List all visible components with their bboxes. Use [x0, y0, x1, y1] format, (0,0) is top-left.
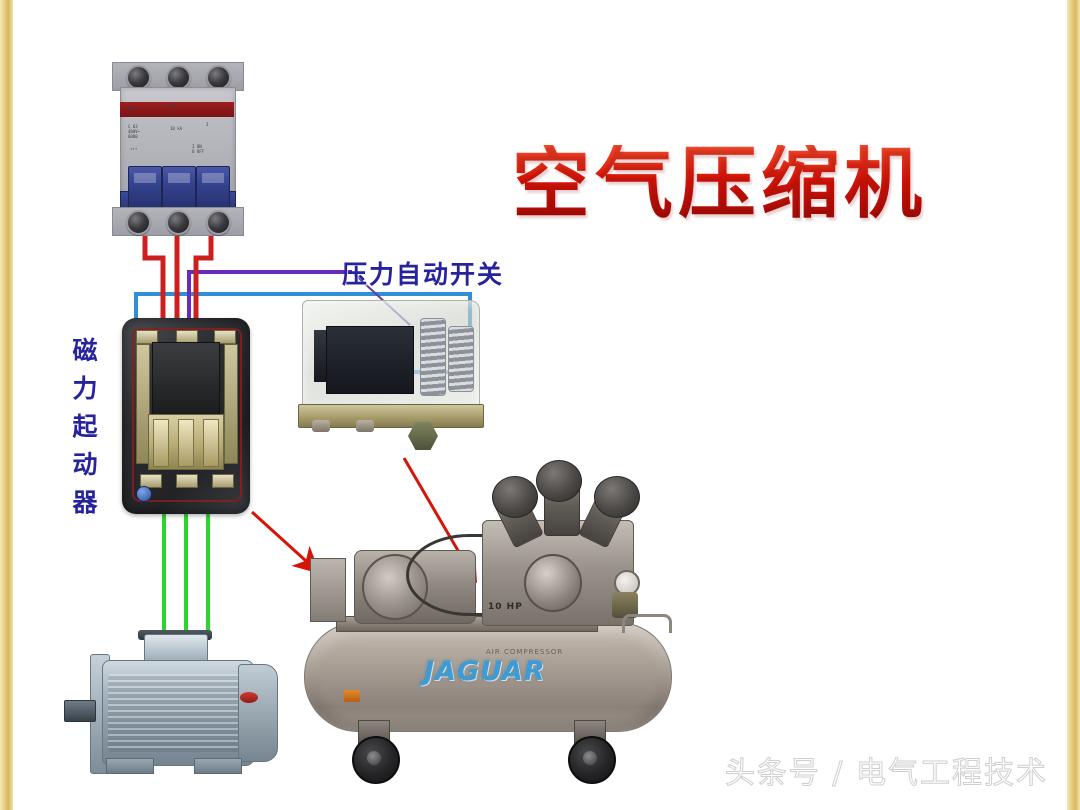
- breaker-toggle-1[interactable]: [128, 166, 162, 210]
- breaker-model-text: S 263: [164, 104, 177, 109]
- air-compressor[interactable]: JAGUAR AIR COMPRESSOR 10 HP: [296, 460, 684, 792]
- starter-red-trim: [132, 328, 242, 502]
- breaker-symbol-text: ↑↑↑: [130, 146, 138, 151]
- breaker-toggle-3[interactable]: [196, 166, 230, 210]
- breaker-label-stripe: [120, 102, 234, 117]
- starter-overload-relay[interactable]: [148, 414, 224, 470]
- starter-bottom-terminal-3[interactable]: [212, 474, 234, 488]
- pressure-switch[interactable]: [298, 300, 490, 452]
- compressor-flywheel: [524, 554, 582, 612]
- right-edge-stripe: [1067, 0, 1080, 810]
- compressor-brand-subtext: AIR COMPRESSOR: [486, 648, 564, 656]
- starter-top-terminal-3[interactable]: [214, 330, 236, 344]
- compressor-motor-junction-box: [310, 558, 346, 622]
- motor-output-shaft: [64, 700, 96, 722]
- compressor-rating-label: 10 HP: [488, 602, 523, 612]
- pressure-switch-spring-1: [420, 318, 446, 396]
- slide-title: 空气压缩机: [512, 139, 928, 229]
- pressure-switch-spring-2: [448, 326, 474, 392]
- pressure-switch-contact-block: [326, 326, 414, 394]
- breaker-terminal-screw-bottom-1[interactable]: [126, 210, 151, 235]
- breaker-terminal-screw-bottom-3[interactable]: [206, 210, 231, 235]
- pressure-switch-foot-left: [312, 420, 330, 432]
- compressor-pressure-regulator[interactable]: [612, 592, 638, 618]
- motor-foot-right: [194, 758, 242, 774]
- breaker-spec-text-2: 10 kA: [170, 126, 183, 131]
- starter-reset-button[interactable]: [136, 486, 152, 502]
- compressor-lift-handle[interactable]: [622, 614, 672, 633]
- starter-overload-fin-2: [178, 419, 194, 467]
- wire-green-motor-leads: [162, 510, 210, 640]
- compressor-wheel-right: [568, 736, 616, 784]
- starter-bottom-terminal-2[interactable]: [176, 474, 198, 488]
- pressure-switch-foot-mid: [356, 420, 374, 432]
- watermark: 头条号 / 电气工程技术: [724, 756, 1048, 792]
- starter-top-terminal-1[interactable]: [136, 330, 158, 344]
- starter-right-rail: [224, 344, 238, 464]
- starter-bottom-terminal-1[interactable]: [140, 474, 162, 488]
- motor-fan-cover: [238, 664, 278, 762]
- motor-foot-left: [106, 758, 154, 774]
- starter-overload-fin-3: [203, 419, 219, 467]
- electric-motor[interactable]: [62, 630, 292, 780]
- magnetic-starter[interactable]: [122, 318, 250, 514]
- breaker-toggle-2[interactable]: [162, 166, 196, 210]
- compressor-cylinder-head-left: [492, 476, 538, 518]
- breaker-brand-text: ABB: [128, 106, 136, 111]
- starter-contactor-block: [152, 342, 220, 416]
- label-pressure-switch: 压力自动开关: [342, 260, 505, 289]
- motor-nameplate-badge: [240, 692, 258, 703]
- label-magnetic-starter: 磁力起动器: [72, 336, 98, 517]
- left-edge-stripe: [0, 0, 13, 810]
- starter-left-rail: [136, 344, 150, 464]
- compressor-brand-logo: JAGUAR: [424, 656, 546, 687]
- breaker-spec-text-3: 3: [206, 122, 209, 127]
- compressor-drain-valve[interactable]: [344, 690, 360, 702]
- breaker-terminal-screw-bottom-2[interactable]: [166, 210, 191, 235]
- compressor-cylinder-head-right: [594, 476, 640, 518]
- compressor-cylinder-head-center: [536, 460, 582, 502]
- motor-cooling-fins: [108, 674, 246, 752]
- compressor-wheel-left: [352, 736, 400, 784]
- starter-overload-fin-1: [153, 419, 169, 467]
